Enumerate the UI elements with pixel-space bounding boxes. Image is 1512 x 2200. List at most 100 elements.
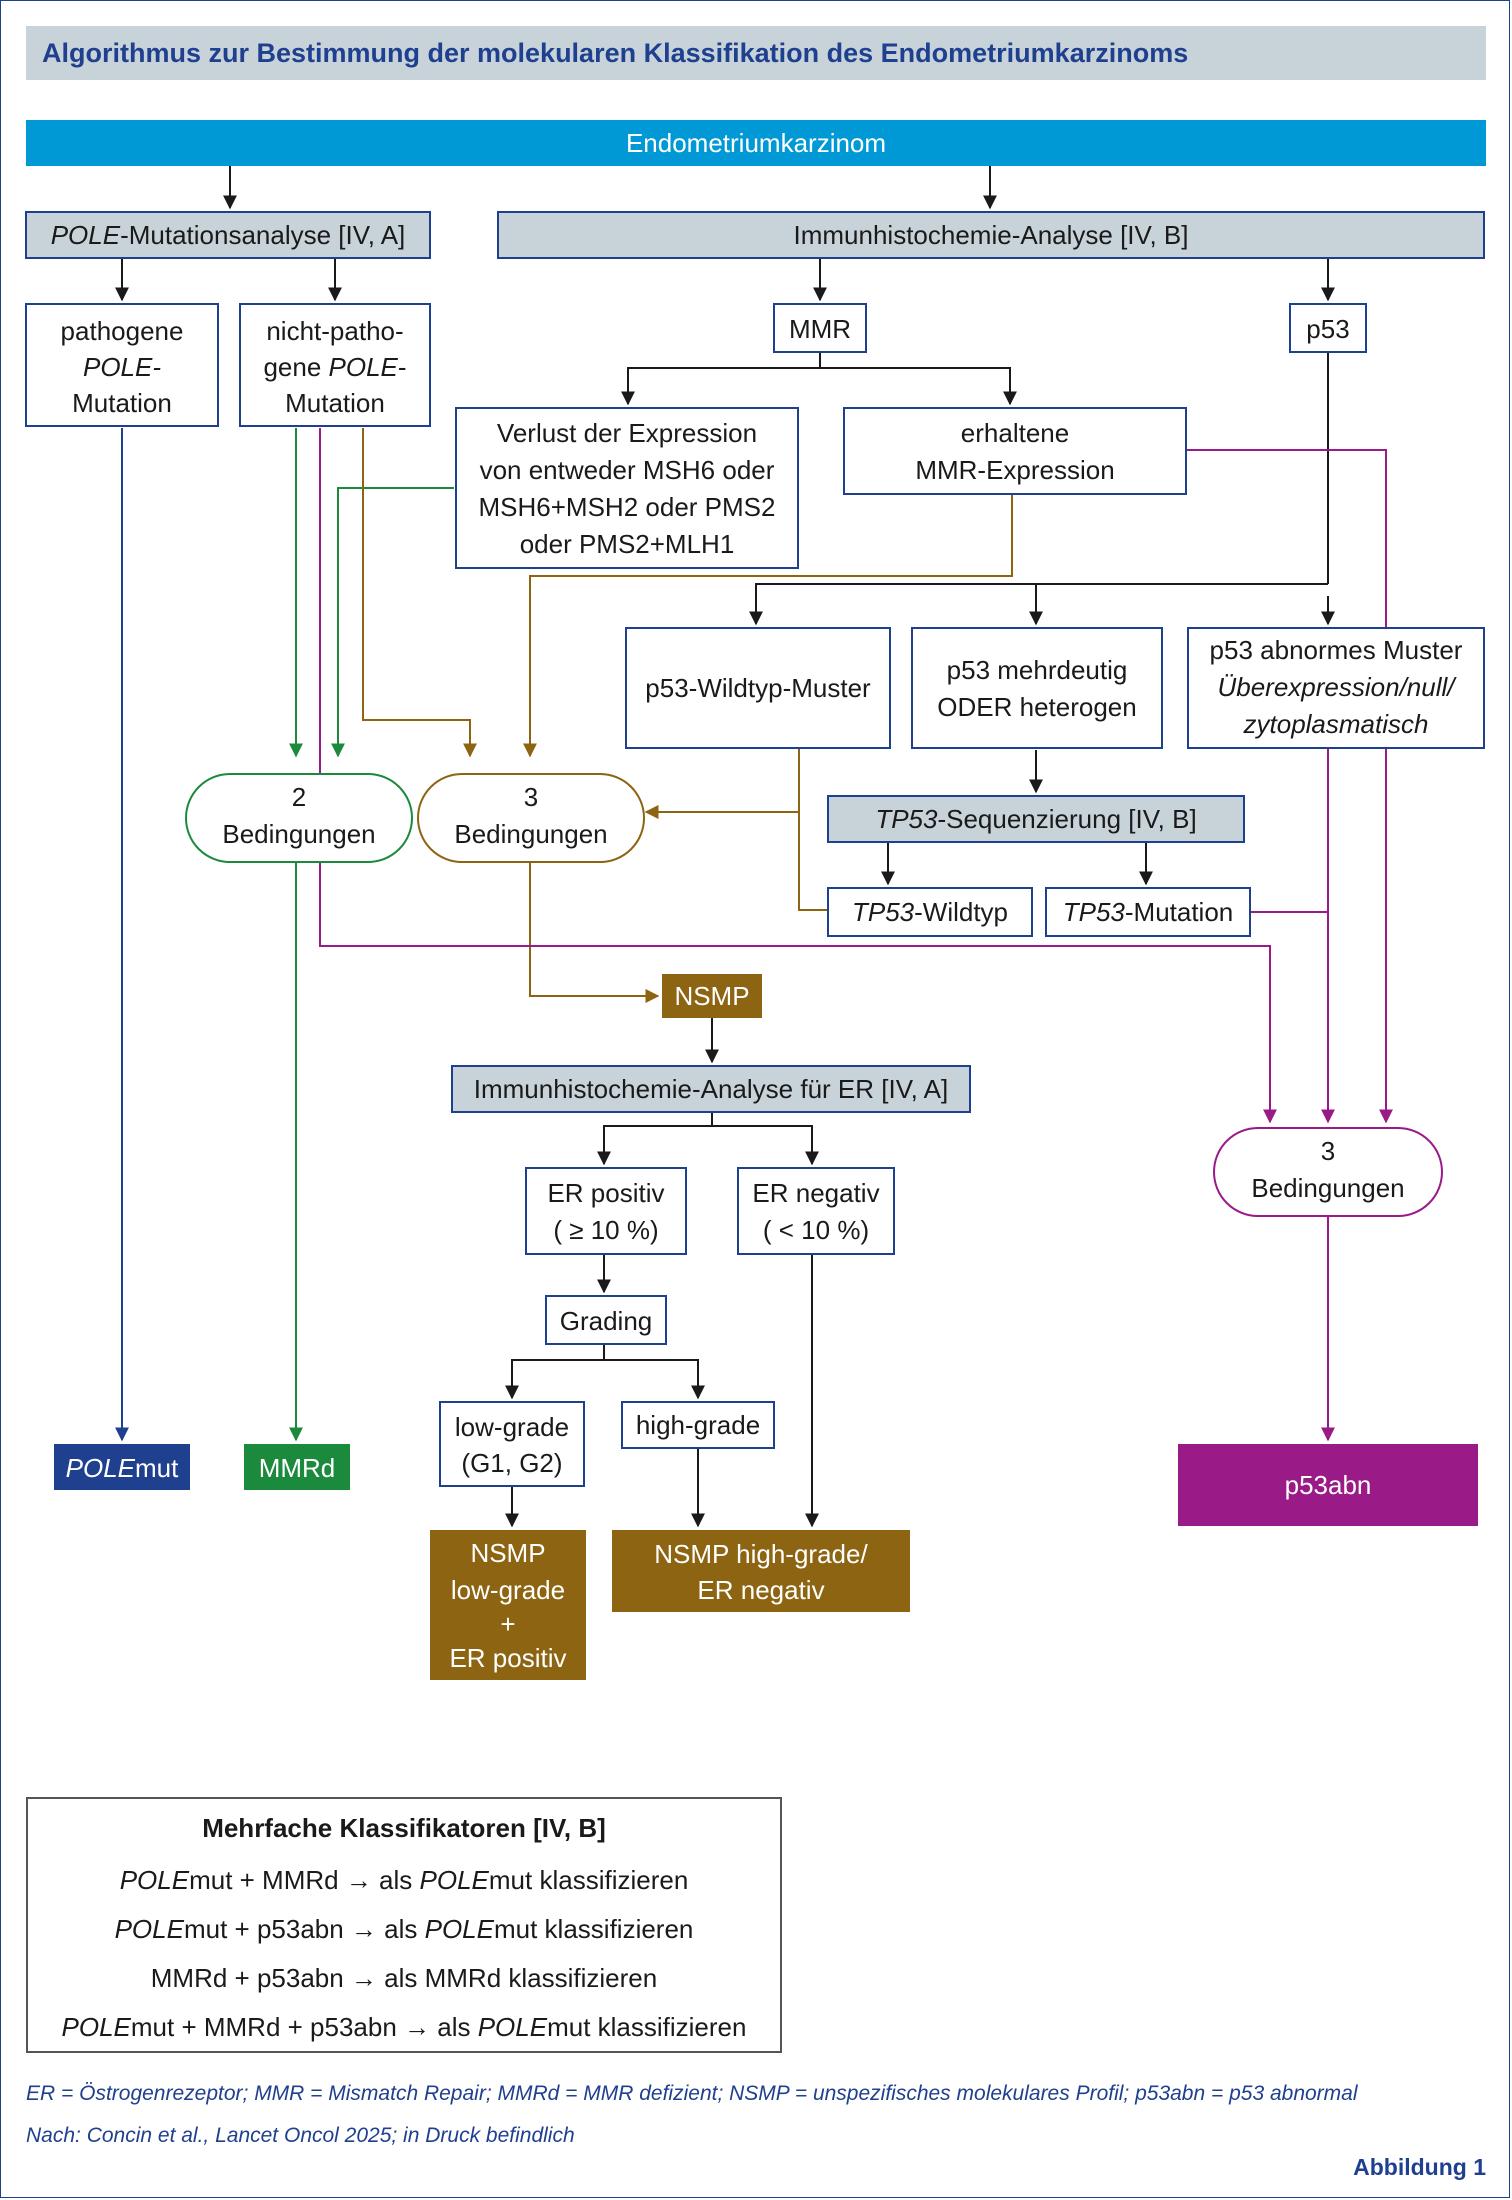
node-label: ( < 10 %) [763,1215,869,1245]
node-high-grade [621,1401,775,1449]
node-label: ER positiv [547,1178,664,1208]
node-label: POLE- [83,352,161,382]
node-cond3-nsmp [417,773,645,863]
node-root-label: Endometriumkarzinom [626,128,886,158]
legend-line: MMRd + p53abn → als MMRd klassifizieren [150,1963,658,1993]
flowchart: Endometriumkarzinom POLE-Mutationsanalys… [25,120,1486,1680]
node-label: gene POLE- [263,352,406,382]
node-p53abn [1178,1444,1478,1526]
node-mmrd [244,1444,350,1490]
node-label: p53-Wildtyp-Muster [645,673,871,703]
node-label: p53abn [1285,1470,1372,1500]
node-tp53-mutation [1045,887,1251,937]
node-label: - [398,352,407,382]
node-cond2 [185,773,413,863]
node-label: -Mutationsanalyse [IV, A] [120,220,405,250]
node-er-negative [737,1167,895,1255]
multiple-classifiers-box: Mehrfache Klassifikatoren [IV, B] POLEmu… [26,1797,782,2053]
node-label: NSMP [470,1538,545,1568]
title-bar: Algorithmus zur Bestimmung der molekular… [26,26,1486,80]
node-mmr-loss [455,407,799,569]
figure-label: Abbildung 1 [1353,2154,1486,2180]
legend-line: POLEmut + MMRd → als POLEmut klassifizie… [119,1865,689,1895]
node-label: TP53-Wildtyp [852,897,1008,927]
node-label: p53 abnormes Muster [1210,635,1463,665]
node-label: MSH6+MSH2 oder PMS2 [479,492,776,522]
node-label: MMRd [259,1453,336,1483]
node-nsmp-low [430,1530,586,1680]
node-label: TP53-Mutation [1063,897,1234,927]
legend-line: POLEmut + MMRd + p53abn → als POLEmut kl… [61,2012,747,2042]
source-note: Nach: Concin et al., Lancet Oncol 2025; … [26,2124,575,2147]
node-label: -Sequenzierung [IV, B] [937,804,1196,834]
node-label: Mutation [72,388,172,418]
node-label: Bedingungen [1251,1173,1404,1203]
node-p53-abnormal [1187,627,1485,749]
node-label: TP53-Sequenzierung [IV, B] [875,804,1196,834]
arrow-retained-to-cond3p53 [1186,449,1393,1124]
node-cond3-p53 [1213,1127,1443,1217]
node-label: Bedingungen [222,819,375,849]
node-label: 3 [524,782,538,812]
node-label: Bedingungen [454,819,607,849]
node-label: NSMP [674,981,749,1011]
node-label: Verlust der Expression [497,418,757,448]
legend-line: POLEmut + p53abn → als POLEmut klassifiz… [114,1914,694,1944]
node-polemut [54,1444,190,1490]
arrow-wildtype-to-cond3 [644,748,800,819]
arrow-mmrloss-to-cond2 [331,487,454,758]
node-label: zytoplasmatisch [1243,709,1429,739]
node-p53-wildtype-pattern [625,627,891,749]
node-label: -Mutation [1125,897,1233,927]
node-label: POLE-Mutationsanalyse [IV, A] [51,220,406,250]
arrow-cond3-to-nsmp [529,862,660,1003]
node-low-grade [439,1401,585,1487]
node-label: p53 [1306,314,1349,344]
node-p53-ambiguous [911,627,1163,749]
node-label: MMR-Expression [915,455,1114,485]
node-label: ODER heterogen [937,692,1136,722]
node-label: mut [135,1453,179,1483]
node-er-positive [525,1167,687,1255]
node-label: von entweder MSH6 oder [480,455,775,485]
node-tp53-wildtype [827,887,1033,937]
node-p53 [1289,303,1367,353]
node-label: POLE [329,352,399,382]
abbreviations-footnote: ER = Östrogenrezeptor; MMR = Mismatch Re… [26,2082,1358,2105]
node-ihc-analysis [497,211,1485,259]
node-nsmp [662,974,762,1018]
node-label: Immunhistochemie-Analyse für ER [IV, A] [474,1074,948,1104]
arrow-nonpath-to-cond3p53 [319,428,1277,1124]
connector-grading-split [511,1344,699,1376]
node-label: ER negativ [752,1178,879,1208]
node-label: MMR [789,314,851,344]
node-label: Immunhistochemie-Analyse [IV, B] [794,220,1189,250]
node-label: ER positiv [449,1643,566,1673]
node-pole-nonpathogenic [239,303,431,427]
node-label: NSMP high-grade/ [654,1539,868,1569]
node-label: -Wildtyp [914,897,1008,927]
node-label: Überexpression/null/ [1217,672,1457,702]
connector-mmr-split [627,352,1011,400]
node-label: high-grade [636,1410,760,1440]
node-label: p53 mehrdeutig [947,655,1128,685]
node-mmr-retained [843,407,1187,495]
node-label: TP53 [875,804,938,834]
node-tp53-seq [827,795,1245,843]
figure-title: Algorithmus zur Bestimmung der molekular… [42,38,1189,68]
node-nsmp-high [612,1530,910,1612]
legend-title: Mehrfache Klassifikatoren [IV, B] [202,1813,606,1843]
connector-tp53wt-to-cond3 [798,812,828,911]
node-label: 3 [1321,1136,1335,1166]
node-label: oder PMS2+MLH1 [520,529,735,559]
node-label: low-grade [455,1412,569,1442]
node-pole-pathogenic [25,303,219,427]
node-label: Mutation [285,388,385,418]
node-label: TP53 [1063,897,1126,927]
node-label: POLE [51,220,121,250]
node-label: + [500,1609,515,1639]
node-mmr [773,303,867,353]
node-label: gene [263,352,328,382]
node-label: ( ≥ 10 %) [553,1215,658,1245]
